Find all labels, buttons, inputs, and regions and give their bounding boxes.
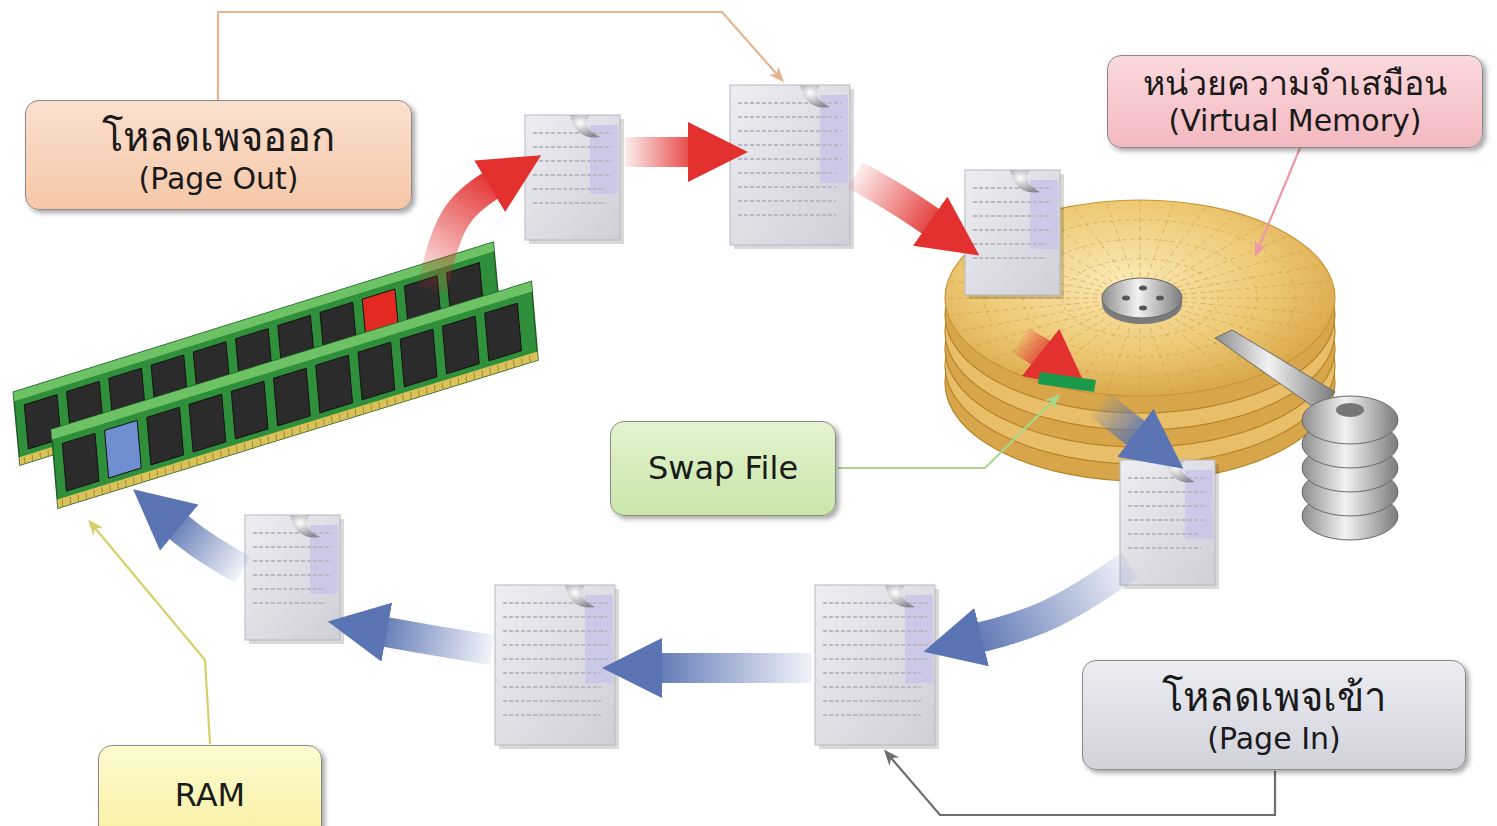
memory-chip xyxy=(62,433,99,491)
callout-text: (Page In) xyxy=(1207,721,1340,757)
memory-chip xyxy=(147,407,184,465)
memory-chip xyxy=(316,355,353,413)
callout-text: โหลดเพจเข้า xyxy=(1162,673,1386,721)
memory-page xyxy=(965,170,1064,299)
flow-arrow xyxy=(432,180,500,290)
callout-box: โหลดเพจเข้า(Page In) xyxy=(1082,660,1466,770)
flow-arrow xyxy=(170,520,243,570)
ram-stick xyxy=(51,282,538,508)
memory-page xyxy=(495,585,619,749)
leader-line xyxy=(1256,148,1300,254)
actuator-arm xyxy=(1215,330,1398,540)
memory-page xyxy=(525,115,624,244)
callout-text: Swap File xyxy=(648,449,798,487)
flow-arrow xyxy=(625,137,700,167)
callout-text: (Virtual Memory) xyxy=(1169,103,1422,139)
leader-line xyxy=(838,396,1058,468)
callout-text: โหลดเพจออก xyxy=(102,113,335,161)
callout-box: Swap File xyxy=(610,421,836,516)
leader-line xyxy=(90,522,210,744)
memory-chip xyxy=(358,342,395,400)
memory-page xyxy=(815,585,939,749)
callout-text: RAM xyxy=(175,776,245,814)
flow-arrow xyxy=(1100,405,1145,440)
flow-arrow xyxy=(1020,340,1050,360)
memory-chip xyxy=(400,329,437,387)
flow-arrow xyxy=(650,653,812,683)
leader-line xyxy=(218,12,782,100)
callout-text: (Page Out) xyxy=(139,161,299,197)
swap-file-block xyxy=(1038,372,1096,392)
flow-arrow xyxy=(855,175,940,228)
callout-box: RAM xyxy=(98,745,322,826)
flow-arrow xyxy=(375,630,492,650)
callout-text: หน่วยความจำเสมือน xyxy=(1143,63,1447,104)
memory-page xyxy=(730,85,854,249)
memory-page xyxy=(1120,460,1219,589)
callout-box: หน่วยความจำเสมือน(Virtual Memory) xyxy=(1107,55,1483,148)
callout-box: โหลดเพจออก(Page Out) xyxy=(25,100,412,210)
memory-chip xyxy=(274,368,311,426)
memory-page xyxy=(245,515,344,644)
memory-chip xyxy=(231,381,268,439)
memory-chip xyxy=(189,394,226,452)
memory-chip xyxy=(442,316,479,374)
memory-chip xyxy=(485,303,522,361)
flow-arrow xyxy=(970,565,1130,640)
highlighted-chip xyxy=(105,420,142,478)
